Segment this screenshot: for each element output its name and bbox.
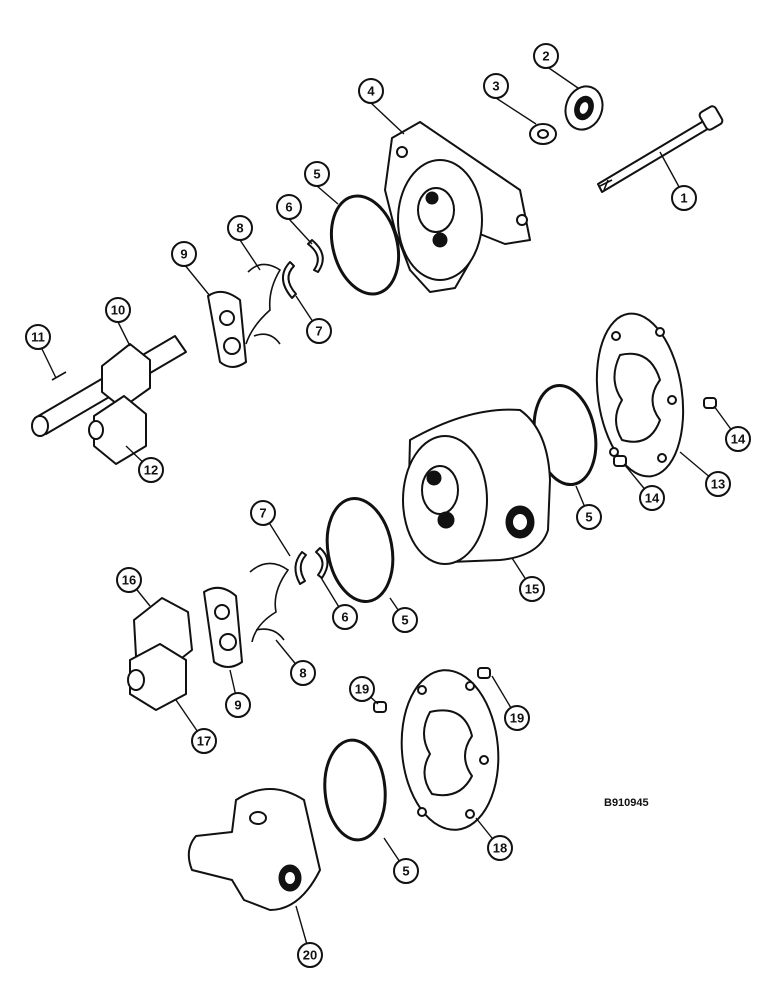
callout-15: 15 — [519, 576, 545, 602]
svg-text:6: 6 — [341, 610, 348, 625]
drawing-code: B910945 — [604, 797, 649, 809]
callout-4: 4 — [358, 78, 384, 104]
callout-18: 18 — [487, 835, 513, 861]
svg-text:5: 5 — [313, 167, 320, 182]
callout-6a: 6 — [276, 194, 302, 220]
svg-text:7: 7 — [315, 324, 322, 339]
svg-text:9: 9 — [234, 698, 241, 713]
callout-5b: 5 — [576, 504, 602, 530]
svg-text:4: 4 — [367, 84, 375, 99]
svg-text:15: 15 — [525, 582, 539, 597]
cover-plate-part — [595, 312, 685, 478]
svg-text:16: 16 — [122, 573, 136, 588]
callout-11: 11 — [25, 324, 51, 350]
callout-8a: 8 — [227, 215, 253, 241]
callout-17: 17 — [191, 728, 217, 754]
callout-5a: 5 — [304, 161, 330, 187]
svg-text:1: 1 — [680, 191, 687, 206]
callout-9a: 9 — [171, 241, 197, 267]
wear-plate-parts — [203, 290, 247, 668]
callout-5c: 5 — [392, 607, 418, 633]
svg-text:7: 7 — [259, 506, 266, 521]
svg-text:17: 17 — [197, 734, 211, 749]
front-housing-part — [384, 121, 531, 293]
callout-12: 12 — [138, 457, 164, 483]
svg-text:3: 3 — [492, 79, 499, 94]
arc-seal-parts — [282, 239, 329, 585]
svg-text:18: 18 — [493, 841, 507, 856]
svg-text:19: 19 — [510, 711, 524, 726]
svg-text:8: 8 — [236, 221, 243, 236]
callout-13: 13 — [705, 471, 731, 497]
lower-gear-parts — [127, 597, 193, 711]
dowel-pin-parts — [373, 397, 717, 713]
wire-retainer-parts — [245, 263, 290, 643]
bearing-part — [564, 85, 604, 131]
svg-text:5: 5 — [585, 510, 592, 525]
callout-5d: 5 — [393, 858, 419, 884]
callout-6b: 6 — [332, 604, 358, 630]
svg-text:12: 12 — [144, 463, 158, 478]
callout-19b: 19 — [504, 705, 530, 731]
callout-7b: 7 — [250, 500, 276, 526]
svg-text:6: 6 — [285, 200, 292, 215]
callout-9b: 9 — [225, 692, 251, 718]
lower-cover-part — [400, 669, 500, 831]
callout-8b: 8 — [290, 660, 316, 686]
svg-text:11: 11 — [31, 330, 45, 345]
washer-part — [529, 123, 557, 145]
svg-text:2: 2 — [542, 49, 549, 64]
gear-housing-part — [402, 408, 551, 565]
svg-text:5: 5 — [401, 613, 408, 628]
svg-text:9: 9 — [180, 247, 187, 262]
callout-16: 16 — [116, 567, 142, 593]
callout-19a: 19 — [349, 676, 375, 702]
svg-text:19: 19 — [355, 682, 369, 697]
svg-text:20: 20 — [303, 948, 317, 963]
svg-text:14: 14 — [645, 491, 660, 506]
callout-20: 20 — [297, 942, 323, 968]
callout-1: 1 — [671, 185, 697, 211]
callout-14a: 14 — [725, 426, 751, 452]
callout-3: 3 — [483, 73, 509, 99]
drive-shaft-gear-parts — [31, 335, 187, 465]
svg-text:10: 10 — [111, 303, 125, 318]
svg-text:5: 5 — [402, 864, 409, 879]
callout-10: 10 — [105, 297, 131, 323]
callout-14b: 14 — [639, 485, 665, 511]
bolt-part — [597, 105, 724, 193]
callout-7a: 7 — [306, 318, 332, 344]
svg-text:13: 13 — [711, 477, 725, 492]
rear-housing-part — [187, 788, 321, 911]
callout-2: 2 — [533, 43, 559, 69]
svg-text:14: 14 — [731, 432, 746, 447]
svg-text:8: 8 — [299, 666, 306, 681]
